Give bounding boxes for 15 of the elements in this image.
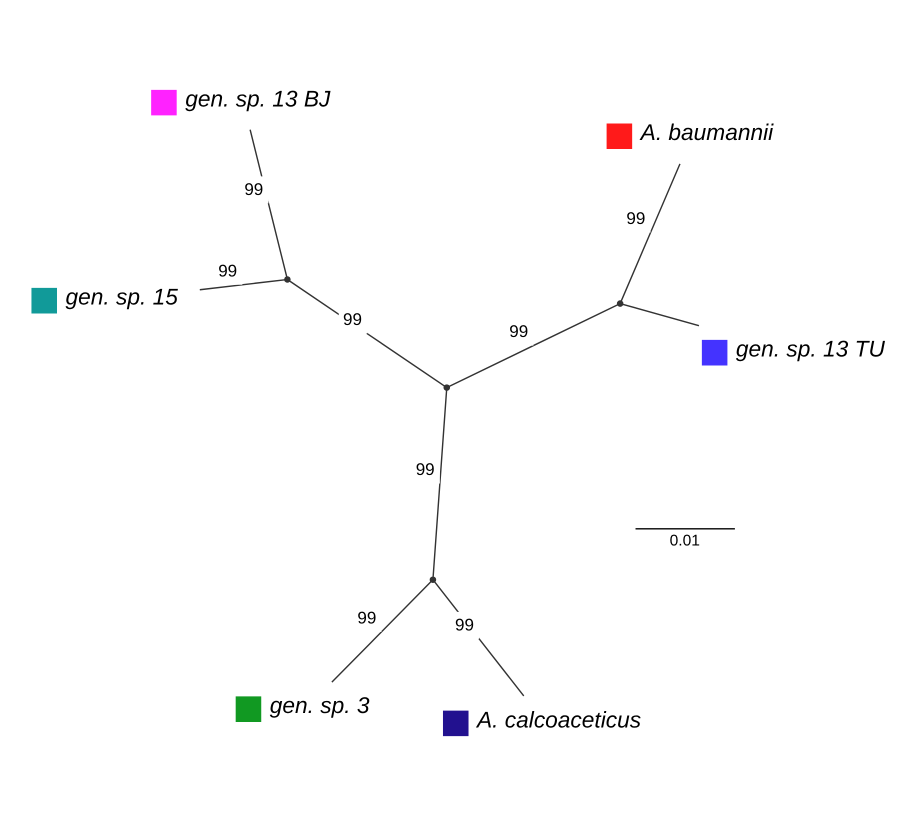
edge-label: 99 (455, 614, 474, 634)
edge-label: 99 (244, 179, 264, 198)
node-label: gen. sp. 13 TU (736, 335, 885, 362)
edge-label: 99 (218, 260, 238, 280)
edge-label: 99 (509, 322, 528, 341)
node-label: A. baumannii (640, 118, 774, 145)
node-label: gen. sp. 13 BJ (185, 85, 330, 112)
edge-label: 99 (357, 608, 376, 627)
node-label: gen. sp. 15 (66, 283, 178, 310)
node-label: A. calcoaceticus (477, 706, 642, 732)
node-label: gen. sp. 3 (270, 692, 370, 718)
edge-label: 99 (343, 310, 362, 329)
edge-label: 99 (416, 460, 435, 479)
label: 0.01 (670, 532, 700, 550)
edge-label: 99 (626, 208, 646, 228)
